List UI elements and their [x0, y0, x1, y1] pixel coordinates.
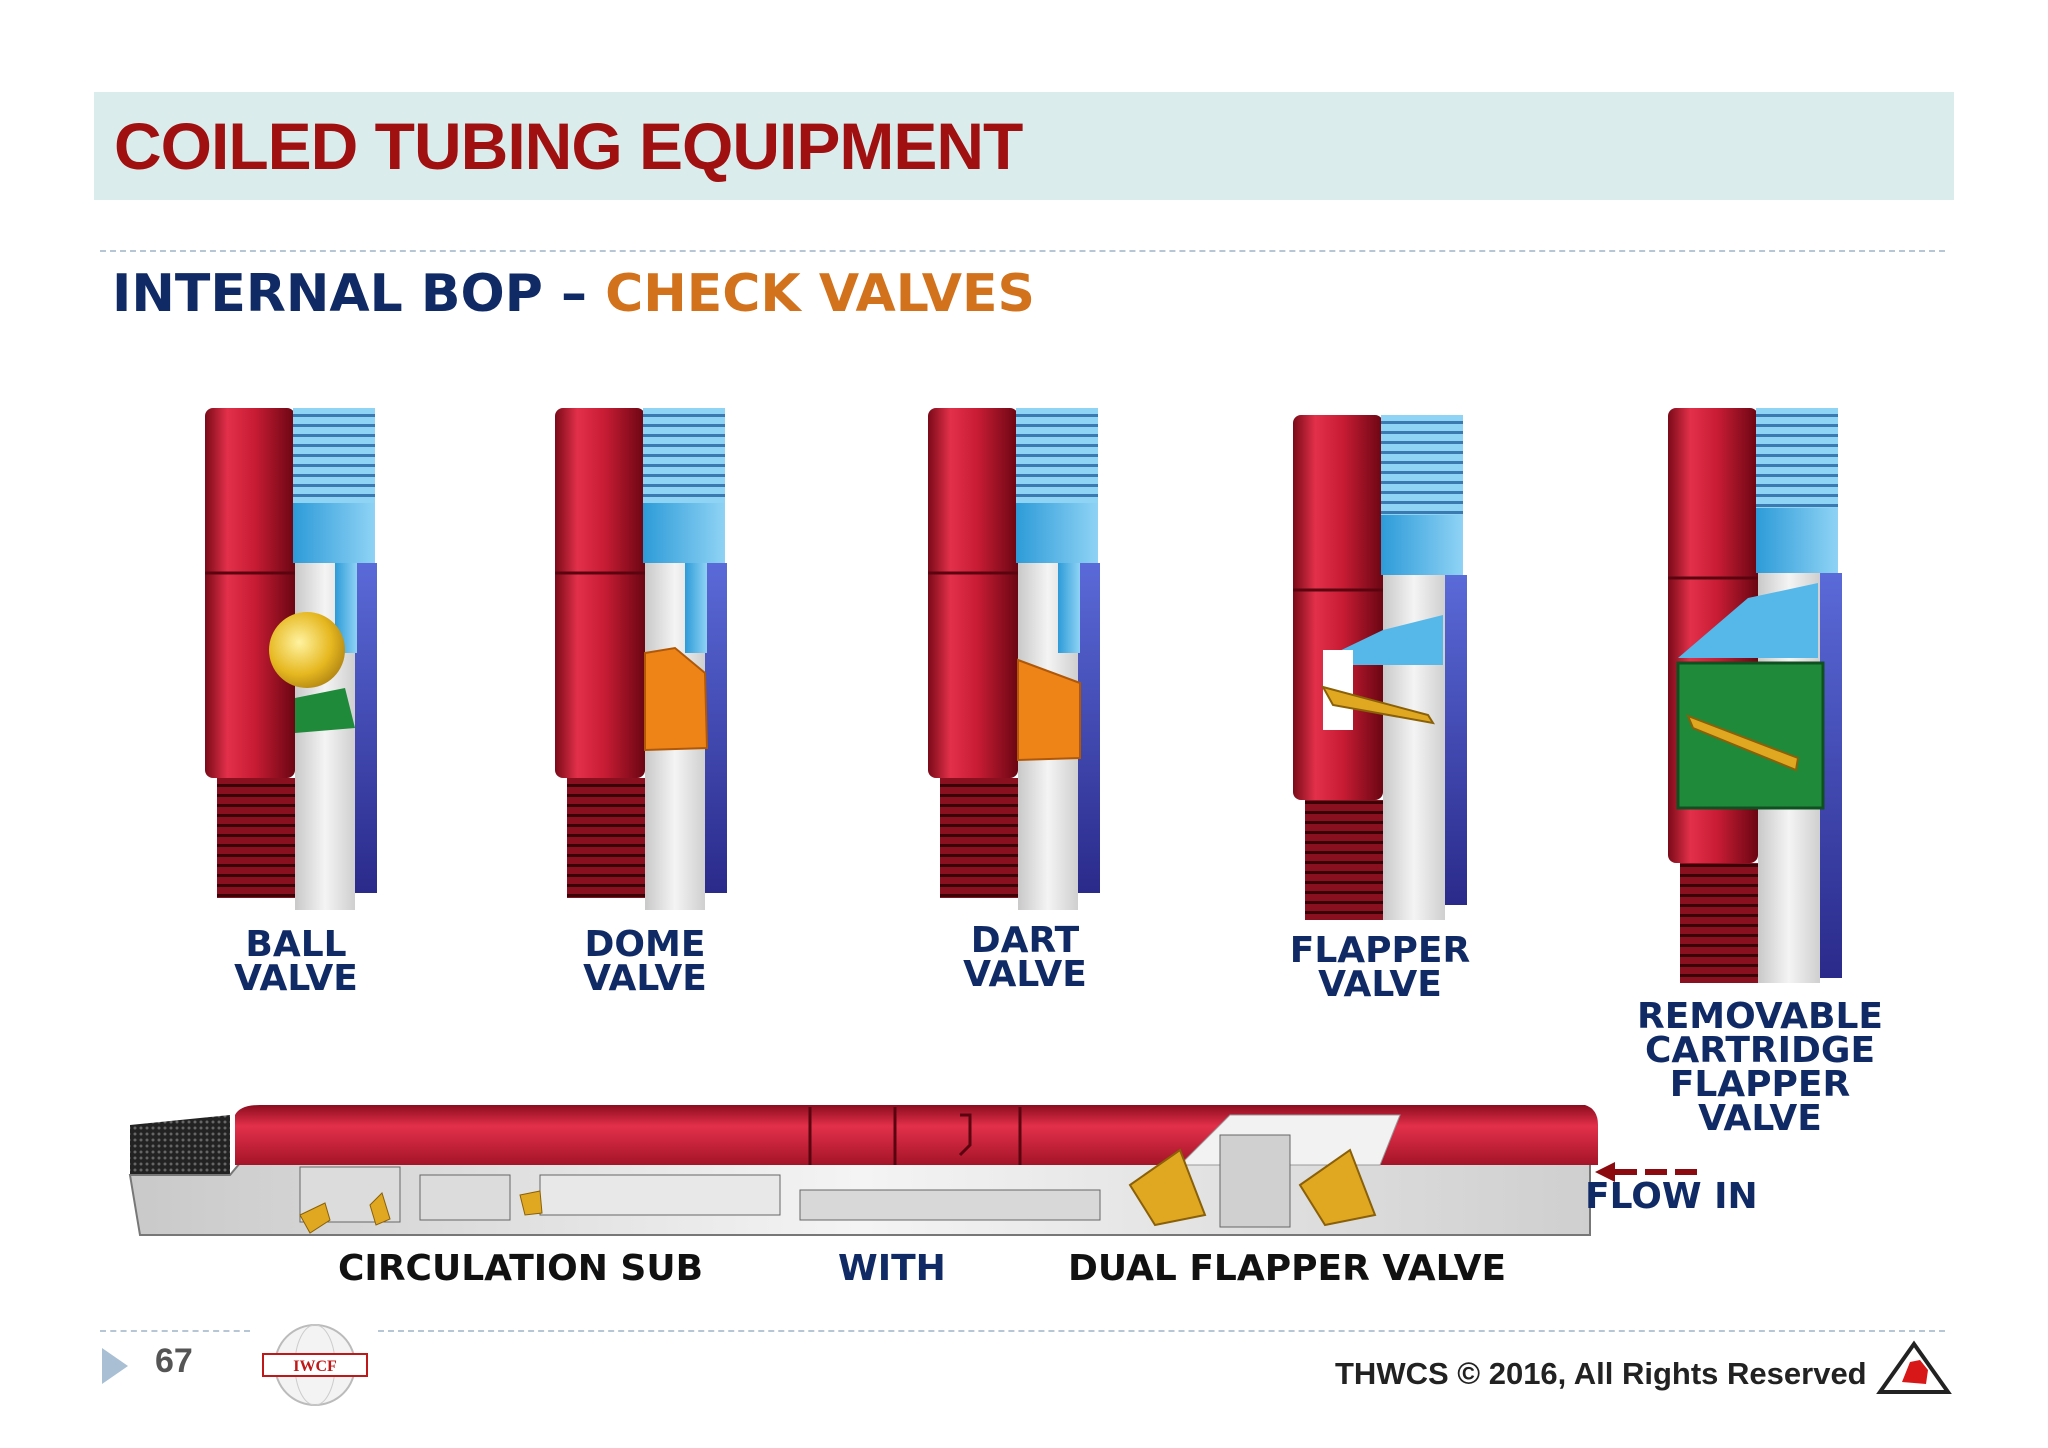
iwcf-logo: IWCF	[262, 1324, 368, 1406]
header-divider	[100, 250, 1945, 252]
section-subtitle: INTERNAL BOP – CHECK VALVES	[112, 264, 1035, 324]
dome-valve-illustration	[555, 408, 727, 910]
page-number: 67	[155, 1342, 193, 1380]
thwcs-logo	[1876, 1340, 1952, 1394]
svg-text:IWCF: IWCF	[293, 1358, 337, 1375]
dual-flapper-valve-caption: DUAL FLAPPER VALVE	[1068, 1248, 1507, 1289]
footer-triangle-icon	[102, 1348, 128, 1384]
flow-in-arrow-icon	[1595, 1162, 1697, 1182]
footer-divider-left	[100, 1330, 250, 1332]
footer-divider-right	[378, 1330, 1945, 1332]
removable-cartridge-flapper-valve-illustration	[1668, 408, 1842, 983]
ball-valve-illustration	[205, 408, 377, 910]
flapper-valve-illustration	[1293, 415, 1467, 920]
copyright-notice: THWCS © 2016, All Rights Reserved	[1335, 1356, 1867, 1391]
page-title: COILED TUBING EQUIPMENT	[114, 109, 1023, 183]
flow-in-label: FLOW IN	[1585, 1176, 1758, 1217]
subtitle-accent: CHECK VALVES	[605, 264, 1035, 324]
circulation-sub-caption: CIRCULATION SUB	[338, 1248, 704, 1289]
circulation-sub-dual-flapper-illustration	[128, 1105, 1598, 1236]
header-band: COILED TUBING EQUIPMENT	[94, 92, 1954, 200]
dart-valve-illustration	[928, 408, 1100, 910]
with-caption: WITH	[838, 1248, 946, 1289]
subtitle-main: INTERNAL BOP –	[112, 264, 606, 324]
